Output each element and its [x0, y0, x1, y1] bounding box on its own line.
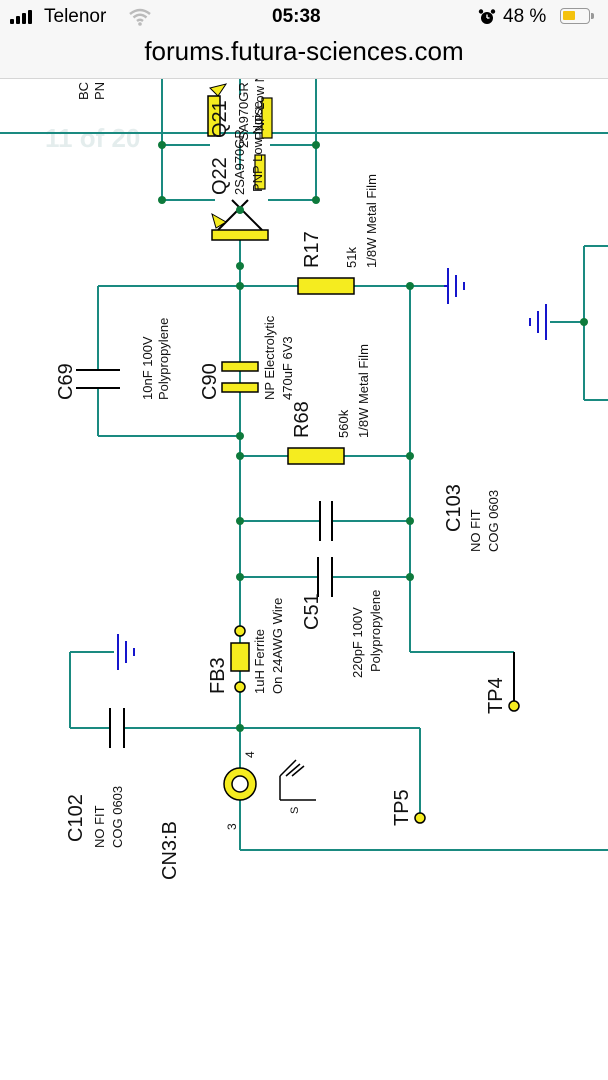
fb3-ref: FB3	[207, 657, 229, 694]
cn3-ref: CN3:B	[159, 821, 181, 880]
url-text[interactable]: forums.futura-sciences.com	[144, 36, 464, 66]
wifi-icon	[129, 8, 151, 26]
c69-value: 10nF 100V	[140, 336, 155, 400]
c90-ref: C90	[199, 363, 221, 400]
junction-nodes	[158, 141, 588, 732]
r17-value: 51k	[344, 247, 359, 268]
c90-desc: NP Electrolytic	[262, 315, 277, 400]
q22-part: 2SA970GR	[232, 129, 247, 195]
r68-resistor	[287, 447, 345, 465]
status-bar: Telenor 05:38 48 %	[0, 0, 608, 34]
c102-ref: C102	[65, 794, 87, 842]
cn3-pin3: 3	[225, 823, 239, 830]
r68-ref: R68	[291, 401, 313, 438]
chassis-ground-mark: S	[289, 807, 301, 814]
fb3-terminal-bottom	[234, 681, 246, 693]
tp4-testpoint	[508, 700, 520, 712]
c69-desc: Polypropylene	[156, 318, 171, 400]
top-cut-label-2: PN	[92, 82, 107, 100]
r68-desc: 1/8W Metal Film	[356, 344, 371, 438]
r17-desc: 1/8W Metal Film	[364, 174, 379, 268]
q21-ref: Q21	[209, 100, 231, 138]
c90-plate-top	[221, 361, 259, 372]
tp4-label: TP4	[485, 677, 507, 714]
tp5-label: TP5	[391, 789, 413, 826]
fb3-terminal-top	[234, 625, 246, 637]
c90-value: 470uF 6V3	[280, 336, 295, 400]
address-bar[interactable]: forums.futura-sciences.com	[0, 34, 608, 79]
alarm-icon	[478, 9, 496, 24]
r17-ref: R17	[301, 231, 323, 268]
q21-part: 2SA970GR	[236, 82, 251, 148]
c69-capacitor	[76, 369, 120, 389]
r17-resistor	[297, 277, 355, 295]
page-indicator: 11 of 20	[45, 123, 140, 153]
c51-ref: C51	[301, 593, 323, 630]
c51-value: 220pF 100V	[350, 607, 365, 678]
signal-icon	[10, 10, 36, 24]
fb3-value: 1uH Ferrite	[252, 629, 267, 694]
clock: 05:38	[272, 6, 321, 27]
r68-value: 560k	[336, 409, 351, 438]
cn3-connector-inner	[231, 775, 249, 793]
c51-capacitor	[317, 557, 333, 597]
c102-fit: NO FIT	[92, 805, 107, 848]
c51-desc: Polypropylene	[368, 590, 383, 672]
c69-wiring	[97, 286, 240, 437]
transistor-wiring	[160, 78, 318, 850]
c103-pkg: COG 0603	[486, 490, 501, 552]
cn3-pin4: 4	[243, 751, 257, 758]
q22-desc: PNP Low Noise	[250, 101, 265, 192]
c103-capacitor	[319, 501, 333, 541]
transistor-body-q21	[207, 83, 228, 137]
tp5-testpoint	[414, 812, 426, 824]
carrier-name: Telenor	[44, 6, 107, 27]
c90-plate-bottom	[221, 382, 259, 393]
c102-capacitor	[109, 708, 125, 748]
ground-symbol-c102	[117, 634, 135, 670]
fb3-desc: On 24AWG Wire	[270, 598, 285, 694]
ground-symbol-r17	[444, 268, 465, 304]
c102-pkg: COG 0603	[110, 786, 125, 848]
chassis-ground-symbol	[279, 759, 316, 801]
battery-percent: 48 %	[503, 6, 547, 27]
ground-symbol-right	[529, 304, 547, 340]
top-cut-label-1: BC	[76, 82, 91, 100]
battery-icon	[560, 8, 594, 24]
q22-ref: Q22	[209, 157, 231, 195]
c69-ref: C69	[55, 363, 77, 400]
fb3-ferrite	[230, 642, 250, 672]
c103-fit: NO FIT	[468, 509, 483, 552]
transistor-body-q22	[211, 97, 273, 241]
c103-ref: C103	[443, 484, 465, 532]
